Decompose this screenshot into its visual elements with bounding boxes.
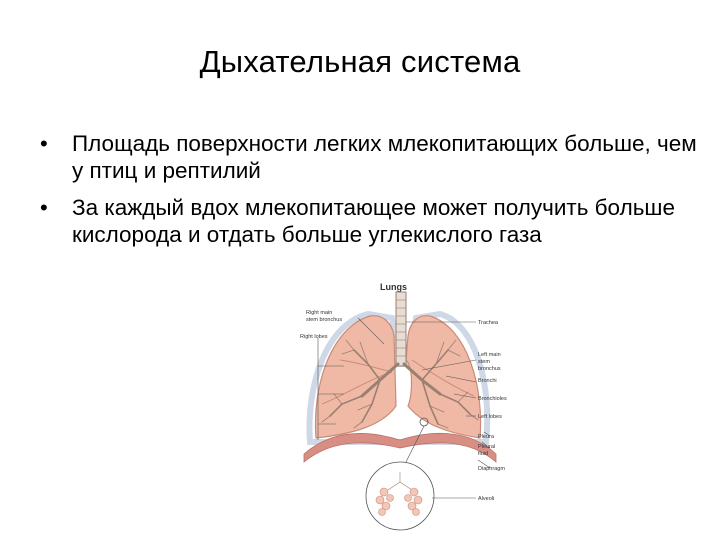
label-right-main-stem-bronchus: Right main stem bronchus	[306, 310, 342, 323]
diaphragm	[303, 432, 497, 463]
bullet-item: • За каждый вдох млекопитающее может пол…	[40, 194, 700, 248]
label-alveoli: Alveoli	[478, 496, 494, 502]
label-trachea: Trachea	[478, 320, 499, 326]
lungs-diagram: Lungs	[300, 282, 507, 531]
trachea	[395, 291, 407, 367]
label-right-lobes: Right lobes	[300, 334, 328, 340]
bronchial-tree	[321, 339, 479, 429]
right-lung	[314, 315, 397, 439]
right-fissure	[339, 359, 393, 373]
lungs-illustration: Lungs	[296, 276, 518, 534]
left-lung	[405, 315, 482, 439]
label-bronchioles: Bronchioles	[478, 396, 507, 402]
callout-line	[403, 425, 425, 467]
bullet-text: За каждый вдох млекопитающее может получ…	[72, 195, 675, 247]
label-pleura: Pleura	[478, 434, 495, 440]
label-left-main-stem-bronchus: Left main stem bronchus	[478, 352, 502, 372]
bullet-item: • Площадь поверхности легких млекопитающ…	[40, 130, 700, 184]
pleura-outline	[306, 310, 491, 445]
trachea-rings	[396, 299, 406, 357]
label-diaphragm: Diaphragm	[478, 466, 505, 472]
label-bronchi: Bronchi	[478, 378, 497, 384]
bullet-text: Площадь поверхности легких млекопитающих…	[72, 131, 697, 183]
label-left-lobes: Left lobes	[478, 414, 502, 420]
left-fissure	[411, 359, 475, 397]
slide-title: Дыхательная система	[199, 44, 521, 79]
label-pleural-fluid: Pleural fluid	[478, 444, 497, 457]
leader-lines	[317, 317, 491, 499]
alveoli-cluster	[375, 472, 423, 516]
bullet-icon: •	[40, 131, 48, 156]
figure-title: Lungs	[380, 282, 407, 292]
bullet-list: • Площадь поверхности легких млекопитающ…	[40, 130, 700, 258]
bullet-icon: •	[40, 195, 48, 220]
